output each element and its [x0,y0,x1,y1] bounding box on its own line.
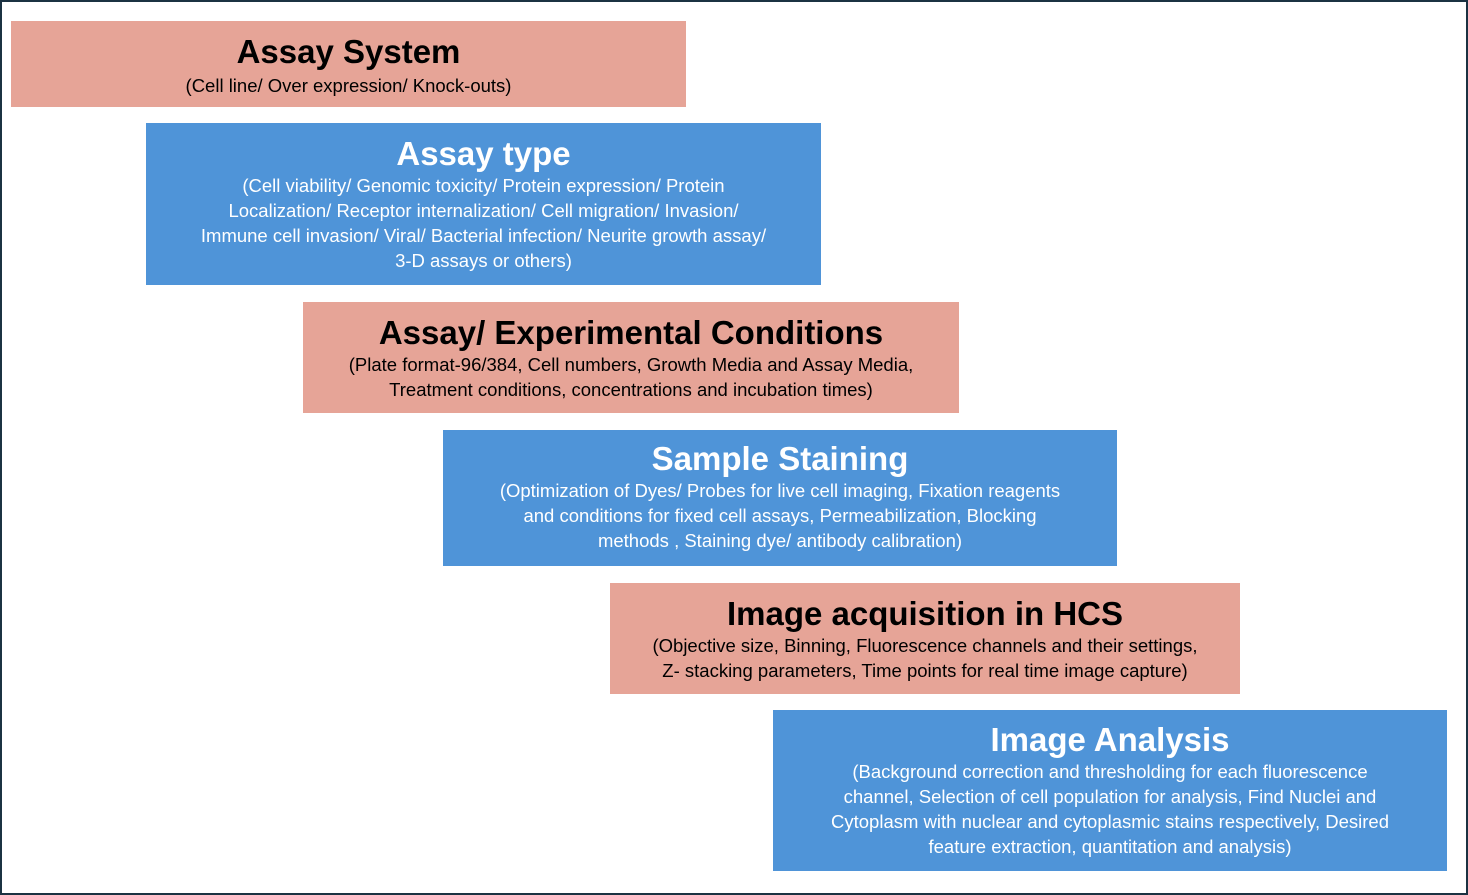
step-description-line: (Background correction and thresholding … [852,761,1368,782]
step-image-acquisition: Image acquisition in HCS (Objective size… [610,583,1240,694]
step-description: (Plate format-96/384, Cell numbers, Grow… [349,352,914,402]
step-title: Image acquisition in HCS [726,595,1124,632]
step-title: Assay type [396,135,571,172]
step-description: (Cell line/ Over expression/ Knock-outs) [186,73,512,98]
step-description: (Background correction and thresholding … [831,759,1389,859]
step-description-line: (Objective size, Binning, Fluorescence c… [652,635,1198,656]
step-description-line: (Plate format-96/384, Cell numbers, Grow… [348,354,914,375]
step-description-line: (Cell viability/ Genomic toxicity/ Prote… [242,175,725,196]
step-title: Assay/ Experimental Conditions [378,314,884,351]
step-title: Image Analysis [990,721,1230,758]
step-assay-system: Assay System (Cell line/ Over expression… [11,21,686,107]
step-image-analysis: Image Analysis (Background correction an… [773,710,1447,871]
step-description-line: and conditions for fixed cell assays, Pe… [523,505,1037,526]
step-experimental-conditions: Assay/ Experimental Conditions (Plate fo… [303,302,959,413]
step-description-line: Treatment conditions, concentrations and… [389,379,873,400]
step-sample-staining: Sample Staining (Optimization of Dyes/ P… [443,430,1117,566]
step-description-line: feature extraction, quantitation and ana… [928,836,1292,857]
step-assay-type: Assay type (Cell viability/ Genomic toxi… [146,123,821,285]
step-description-line: (Optimization of Dyes/ Probes for live c… [499,480,1061,501]
step-description-line: channel, Selection of cell population fo… [843,786,1377,807]
step-title: Sample Staining [651,440,909,477]
step-description-line: 3-D assays or others) [395,250,572,271]
step-description-line: (Cell line/ Over expression/ Knock-outs) [185,75,512,96]
step-description-line: Localization/ Receptor internalization/ … [228,200,739,221]
step-description-line: Z- stacking parameters, Time points for … [662,660,1188,681]
step-description-line: Immune cell invasion/ Viral/ Bacterial i… [200,225,767,246]
step-description: (Objective size, Binning, Fluorescence c… [652,633,1197,683]
step-description: (Optimization of Dyes/ Probes for live c… [500,478,1060,553]
step-description-line: Cytoplasm with nuclear and cytoplasmic s… [831,811,1389,832]
step-description: (Cell viability/ Genomic toxicity/ Prote… [201,173,766,273]
step-title: Assay System [236,33,461,70]
step-description-line: methods , Staining dye/ antibody calibra… [597,530,963,551]
